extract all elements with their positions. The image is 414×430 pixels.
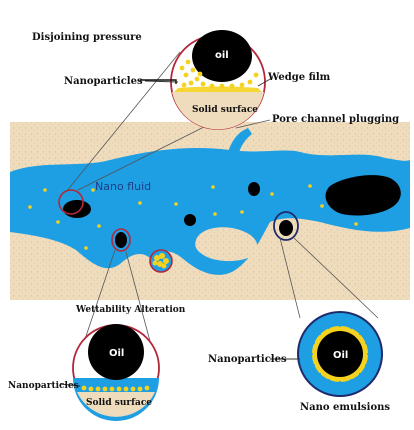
oil-droplet [184, 214, 196, 226]
label-solid-surface-bottom: Solid surface [86, 398, 152, 408]
label-wedge-film: Wedge film [267, 72, 331, 83]
label-oil-right: Oil [333, 350, 348, 361]
label-disjoining-pressure: Disjoining pressure [32, 32, 142, 43]
oil-droplet [248, 182, 260, 196]
label-nanoparticles-top: Nanoparticles [64, 76, 143, 87]
label-nanoparticles-right: Nanoparticles [208, 354, 287, 365]
oil-droplet [115, 232, 127, 248]
label-solid-surface-top: Solid surface [192, 105, 258, 115]
label-nano-emulsions: Nano emulsions [300, 402, 390, 413]
label-nanoparticles-bottom-left: Nanoparticles [8, 381, 79, 391]
label-oil-top: oil [215, 50, 229, 61]
oil-droplet [279, 220, 293, 236]
label-oil-bottom-left: Oil [109, 348, 124, 359]
oil-droplet [63, 200, 91, 218]
label-nano-fluid: Nano fluid [95, 180, 151, 193]
label-pore-channel-plugging: Pore channel plugging [272, 114, 399, 125]
label-wettability-alteration: Wettability Alteration [75, 305, 186, 315]
